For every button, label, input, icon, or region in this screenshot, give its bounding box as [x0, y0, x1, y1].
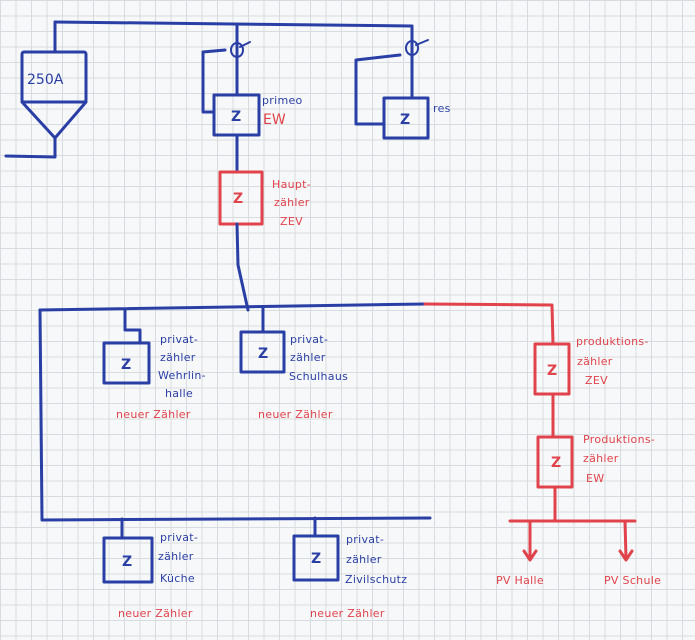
bus-left-rail [38, 308, 432, 522]
kueche-meter-symbol: Z [122, 554, 132, 570]
prod-zev-meter-symbol: Z [547, 363, 557, 379]
zivilschutz-meter-symbol: Z [311, 551, 321, 567]
production-branch [508, 342, 637, 562]
kueche-meter-note: neuer Zähler [118, 607, 193, 620]
prod-ew-meter-line1: Produktions- [583, 433, 655, 446]
haupt-meter-line3: ZEV [280, 215, 303, 228]
fuse-label: 250A [27, 72, 64, 88]
turnhalle-meter-symbol: Z [121, 357, 131, 373]
haupt-meter-box [218, 170, 264, 226]
kueche-branch [102, 517, 154, 584]
turnhalle-meter-line1: privat- [160, 333, 198, 346]
prod-zev-meter-line2: zähler [577, 355, 613, 368]
turnhalle-meter-note: neuer Zähler [116, 408, 191, 421]
kueche-meter-line1: privat- [160, 531, 198, 544]
res-branch [354, 24, 430, 140]
primeo-branch [201, 22, 261, 174]
haupt-meter-line2: zähler [274, 196, 310, 209]
zivilschutz-meter-line2: zähler [346, 553, 382, 566]
turnhalle-meter-line3: Wehrlin- [158, 369, 206, 382]
prod-zev-meter-line3: ZEV [585, 374, 608, 387]
supply-bus-top [53, 20, 414, 28]
schulhaus-meter-symbol: Z [258, 346, 268, 362]
prod-ew-meter-line3: EW [586, 472, 604, 485]
kueche-meter-line2: zähler [158, 550, 194, 563]
zivilschutz-meter-note: neuer Zähler [310, 607, 385, 620]
turnhalle-meter-line2: zähler [160, 351, 196, 364]
schulhaus-meter-line2: zähler [290, 351, 326, 364]
distribution-bus-blue [38, 302, 427, 312]
distribution-bus-red [423, 302, 555, 346]
haupt-meter-symbol: Z [233, 191, 243, 207]
schulhaus-meter-line3: Schulhaus [289, 370, 348, 383]
prod-zev-meter-line1: produktions- [576, 335, 649, 348]
primeo-meter-name: primeo [262, 94, 303, 107]
prod-ew-meter-line2: zähler [583, 452, 619, 465]
schulhaus-branch [239, 305, 286, 374]
primeo-meter-symbol: Z [231, 109, 241, 125]
zivilschutz-meter-line3: Zivilschutz [345, 573, 407, 586]
turnhalle-branch [102, 308, 151, 385]
fuse-250a [4, 20, 88, 159]
haupt-to-bus [235, 222, 250, 312]
res-meter-name: res [433, 102, 451, 115]
prod-ew-meter-symbol: Z [551, 455, 561, 471]
schulhaus-meter-note: neuer Zähler [258, 408, 333, 421]
zivilschutz-branch [292, 516, 340, 582]
turnhalle-meter-line4: halle [165, 387, 193, 400]
primeo-meter-sub: EW [263, 112, 286, 128]
pv-halle-label: PV Halle [496, 574, 544, 587]
haupt-meter-line1: Haupt- [272, 178, 311, 191]
res-meter-symbol: Z [400, 112, 410, 128]
kueche-meter-line3: Küche [160, 572, 195, 585]
zivilschutz-meter-line1: privat- [346, 533, 384, 546]
schulhaus-meter-line1: privat- [290, 333, 328, 346]
pv-schule-label: PV Schule [604, 574, 661, 587]
